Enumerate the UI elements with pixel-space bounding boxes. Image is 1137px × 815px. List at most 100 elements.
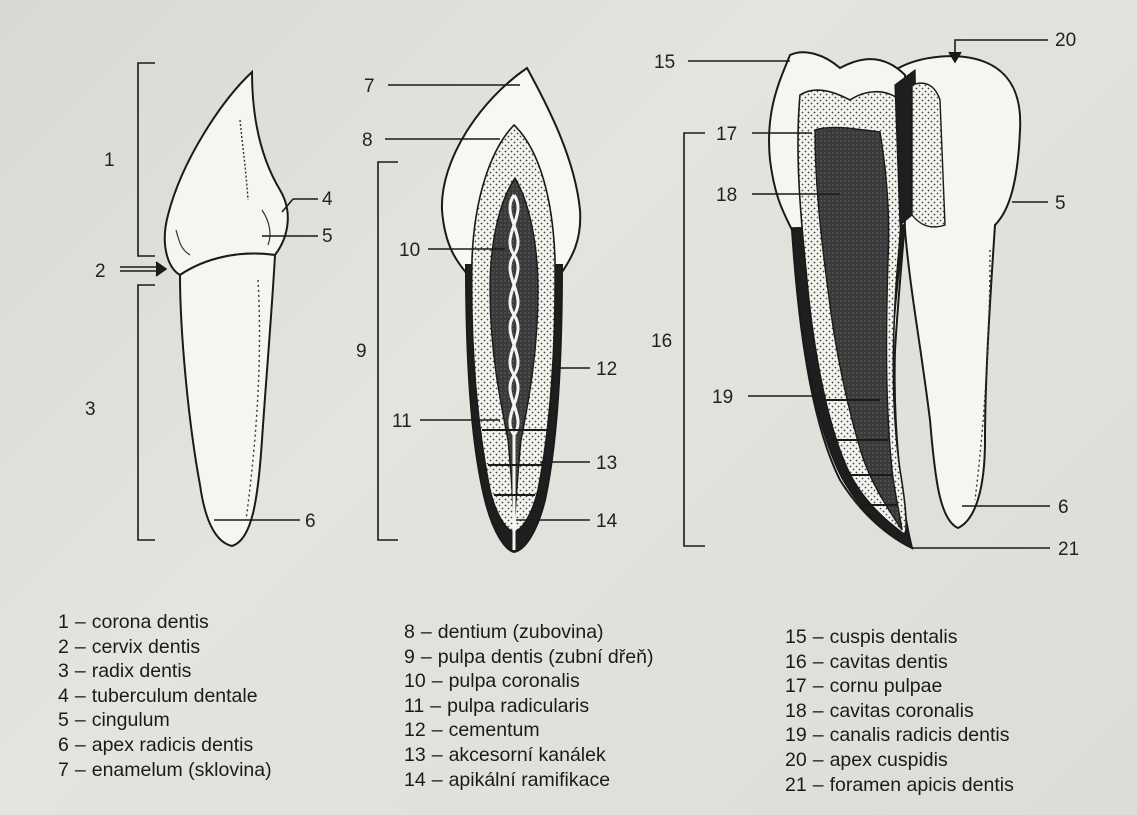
legend-item: 7–enamelum (sklovina): [58, 758, 272, 783]
legend-term: apex cuspidis: [830, 749, 948, 771]
label-9: 9: [356, 341, 367, 362]
legend-dash: –: [432, 744, 443, 766]
label-18: 18: [716, 185, 737, 206]
legend-item: 4–tuberculum dentale: [58, 684, 272, 709]
label-21: 21: [1058, 539, 1079, 560]
label-2: 2: [95, 261, 106, 282]
legend-item: 9–pulpa dentis (zubní dřeň): [404, 645, 653, 670]
legend-term: cavitas coronalis: [830, 700, 974, 722]
label-12: 12: [596, 359, 617, 380]
legend-item: 18–cavitas coronalis: [785, 699, 1014, 724]
legend-number: 13: [404, 744, 426, 766]
legend-number: 8: [404, 621, 415, 643]
legend-dash: –: [75, 611, 86, 633]
label-19: 19: [712, 387, 733, 408]
label-6: 6: [305, 511, 316, 532]
legend-term: foramen apicis dentis: [830, 774, 1014, 796]
legend-number: 12: [404, 719, 426, 741]
legend-term: pulpa dentis (zubní dřeň): [438, 646, 654, 668]
label-5b: 5: [1055, 193, 1066, 214]
legend-term: dentium (zubovina): [438, 621, 604, 643]
legend-number: 17: [785, 675, 807, 697]
legend-number: 4: [58, 685, 69, 707]
legend-dash: –: [75, 734, 86, 756]
legend-item: 2–cervix dentis: [58, 635, 272, 660]
legend-item: 19–canalis radicis dentis: [785, 723, 1014, 748]
legend-dash: –: [813, 675, 824, 697]
legend-term: cingulum: [92, 709, 170, 731]
legend-dash: –: [432, 769, 443, 791]
bracket-cavitas-dentis: [684, 133, 705, 546]
legend-term: cavitas dentis: [830, 651, 948, 673]
label-6b: 6: [1058, 497, 1069, 518]
legend-term: akcesorní kanálek: [449, 744, 606, 766]
legend-dash: –: [813, 724, 824, 746]
legend-number: 16: [785, 651, 807, 673]
legend-number: 6: [58, 734, 69, 756]
label-1: 1: [104, 150, 115, 171]
legend-dash: –: [813, 700, 824, 722]
legend-item: 5–cingulum: [58, 708, 272, 733]
legend-dash: –: [421, 646, 432, 668]
legend-number: 9: [404, 646, 415, 668]
legend-term: pulpa coronalis: [449, 670, 580, 692]
legend-term: radix dentis: [92, 660, 192, 682]
label-7: 7: [364, 76, 375, 97]
legend-number: 1: [58, 611, 69, 633]
legend-dash: –: [813, 651, 824, 673]
legend-item: 8–dentium (zubovina): [404, 620, 653, 645]
legend-term: apex radicis dentis: [92, 734, 254, 756]
legend-dash: –: [813, 626, 824, 648]
label-11: 11: [392, 411, 412, 432]
legend-number: 21: [785, 774, 807, 796]
label-13: 13: [596, 453, 617, 474]
legend-number: 7: [58, 759, 69, 781]
legend-dash: –: [813, 774, 824, 796]
legend-term: canalis radicis dentis: [830, 724, 1010, 746]
legend-term: pulpa radicularis: [447, 695, 589, 717]
label-3: 3: [85, 399, 96, 420]
legend-term: enamelum (sklovina): [92, 759, 272, 781]
legend-term: cervix dentis: [92, 636, 200, 658]
legend-item: 1–corona dentis: [58, 610, 272, 635]
legend-item: 16–cavitas dentis: [785, 650, 1014, 675]
legend-dash: –: [432, 719, 443, 741]
legend-number: 2: [58, 636, 69, 658]
label-20: 20: [1055, 30, 1076, 51]
legend-item: 14–apikální ramifikace: [404, 768, 653, 793]
label-15: 15: [654, 52, 675, 73]
bracket-radix: [138, 285, 155, 540]
legend-number: 3: [58, 660, 69, 682]
legend-term: cementum: [449, 719, 540, 741]
legend-dash: –: [75, 636, 86, 658]
legend-number: 14: [404, 769, 426, 791]
label-10: 10: [399, 240, 420, 261]
legend-term: apikální ramifikace: [449, 769, 610, 791]
legend-item: 13–akcesorní kanálek: [404, 743, 653, 768]
tooth-external-view: [165, 72, 288, 546]
legend-number: 5: [58, 709, 69, 731]
legend-term: tuberculum dentale: [92, 685, 258, 707]
legend-dash: –: [75, 709, 86, 731]
bracket-corona: [138, 63, 155, 256]
legend-number: 11: [404, 695, 424, 717]
label-4: 4: [322, 189, 333, 210]
legend-term: corona dentis: [92, 611, 209, 633]
legend-column-2: 8–dentium (zubovina)9–pulpa dentis (zubn…: [404, 620, 653, 792]
legend-dash: –: [430, 695, 441, 717]
bracket-pulpa-dentis: [378, 162, 398, 540]
label-17: 17: [716, 124, 737, 145]
legend-dash: –: [432, 670, 443, 692]
legend-dash: –: [75, 685, 86, 707]
legend-item: 15–cuspis dentalis: [785, 625, 1014, 650]
legend-dash: –: [813, 749, 824, 771]
legend-dash: –: [75, 759, 86, 781]
legend-number: 19: [785, 724, 807, 746]
legend-term: cuspis dentalis: [830, 626, 958, 648]
legend-number: 18: [785, 700, 807, 722]
legend-dash: –: [75, 660, 86, 682]
label-16: 16: [651, 331, 672, 352]
legend-item: 21–foramen apicis dentis: [785, 773, 1014, 798]
